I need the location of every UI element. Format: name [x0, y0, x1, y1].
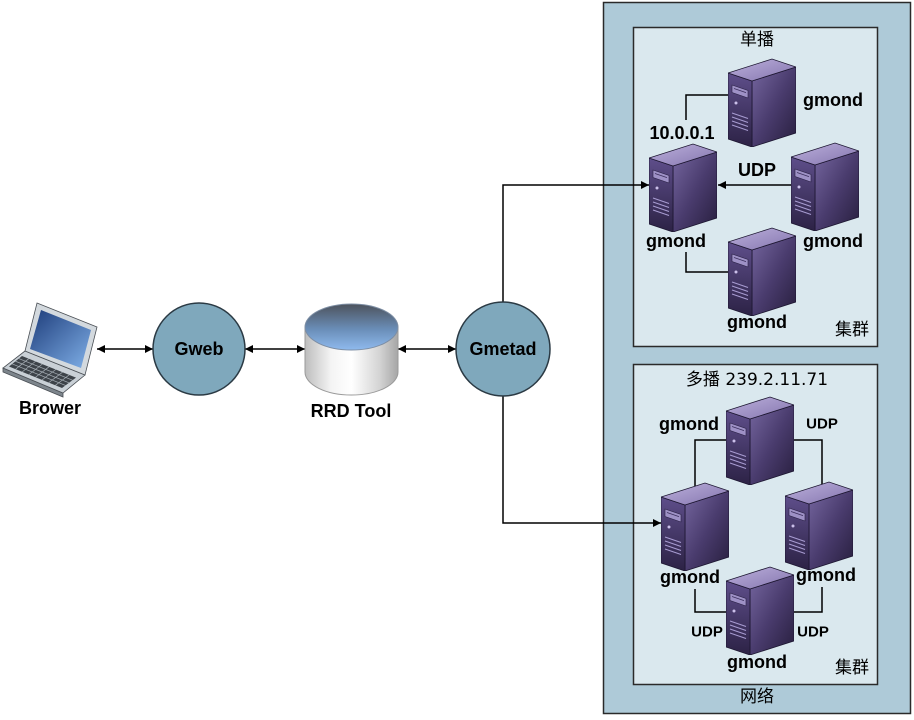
gweb-node [152, 302, 246, 396]
unicast-server-right-icon [791, 142, 859, 231]
multicast-server-top-icon [726, 396, 794, 485]
database-icon [304, 303, 399, 396]
multicast-cluster-title: 多播 239.2.11.71 [686, 370, 828, 390]
network-label: 网络 [740, 687, 774, 707]
unicast-cluster-title: 单播 [740, 30, 774, 50]
multicast-protocol-right-label: UDP [797, 624, 829, 641]
unicast-node-center-label: gmond [646, 231, 706, 251]
unicast-node-bottom-label: gmond [727, 312, 787, 332]
rrdtool-label: RRD Tool [311, 401, 392, 421]
unicast-node-right-label: gmond [803, 231, 863, 251]
unicast-server-top-icon [728, 58, 796, 147]
multicast-link-bottom-right [794, 587, 823, 613]
unicast-cluster-footer: 集群 [835, 320, 869, 340]
multicast-node-bottom-label: gmond [727, 652, 787, 672]
gweb-label: Gweb [174, 339, 223, 359]
multicast-link-top-left [694, 439, 726, 490]
unicast-link-bottom [685, 252, 728, 273]
gmetad-node [455, 301, 551, 397]
unicast-server-bottom-icon [728, 227, 796, 316]
gmetad-to-unicast-arrow [502, 181, 649, 302]
unicast-server-center-icon [649, 143, 717, 232]
multicast-protocol-top-label: UDP [806, 416, 838, 433]
multicast-cluster-footer: 集群 [835, 658, 869, 678]
gmetad-label: Gmetad [469, 339, 536, 359]
multicast-server-left-icon [661, 482, 729, 571]
multicast-link-top-right [794, 439, 823, 488]
multicast-node-right-label: gmond [796, 565, 856, 585]
multicast-node-top-label: gmond [659, 414, 719, 434]
browser-label: Brower [19, 398, 81, 418]
unicast-link-top [685, 94, 728, 120]
unicast-protocol-label: UDP [738, 160, 776, 180]
multicast-link-bottom-left [694, 589, 726, 613]
multicast-server-right-icon [785, 481, 853, 570]
multicast-protocol-left-label: UDP [691, 624, 723, 641]
multicast-server-bottom-icon [726, 566, 794, 655]
multicast-node-left-label: gmond [660, 567, 720, 587]
unicast-node-top-label: gmond [803, 90, 863, 110]
gmetad-to-multicast-arrow [502, 396, 661, 527]
laptop-icon [2, 302, 98, 398]
unicast-center-ip: 10.0.0.1 [649, 123, 714, 143]
